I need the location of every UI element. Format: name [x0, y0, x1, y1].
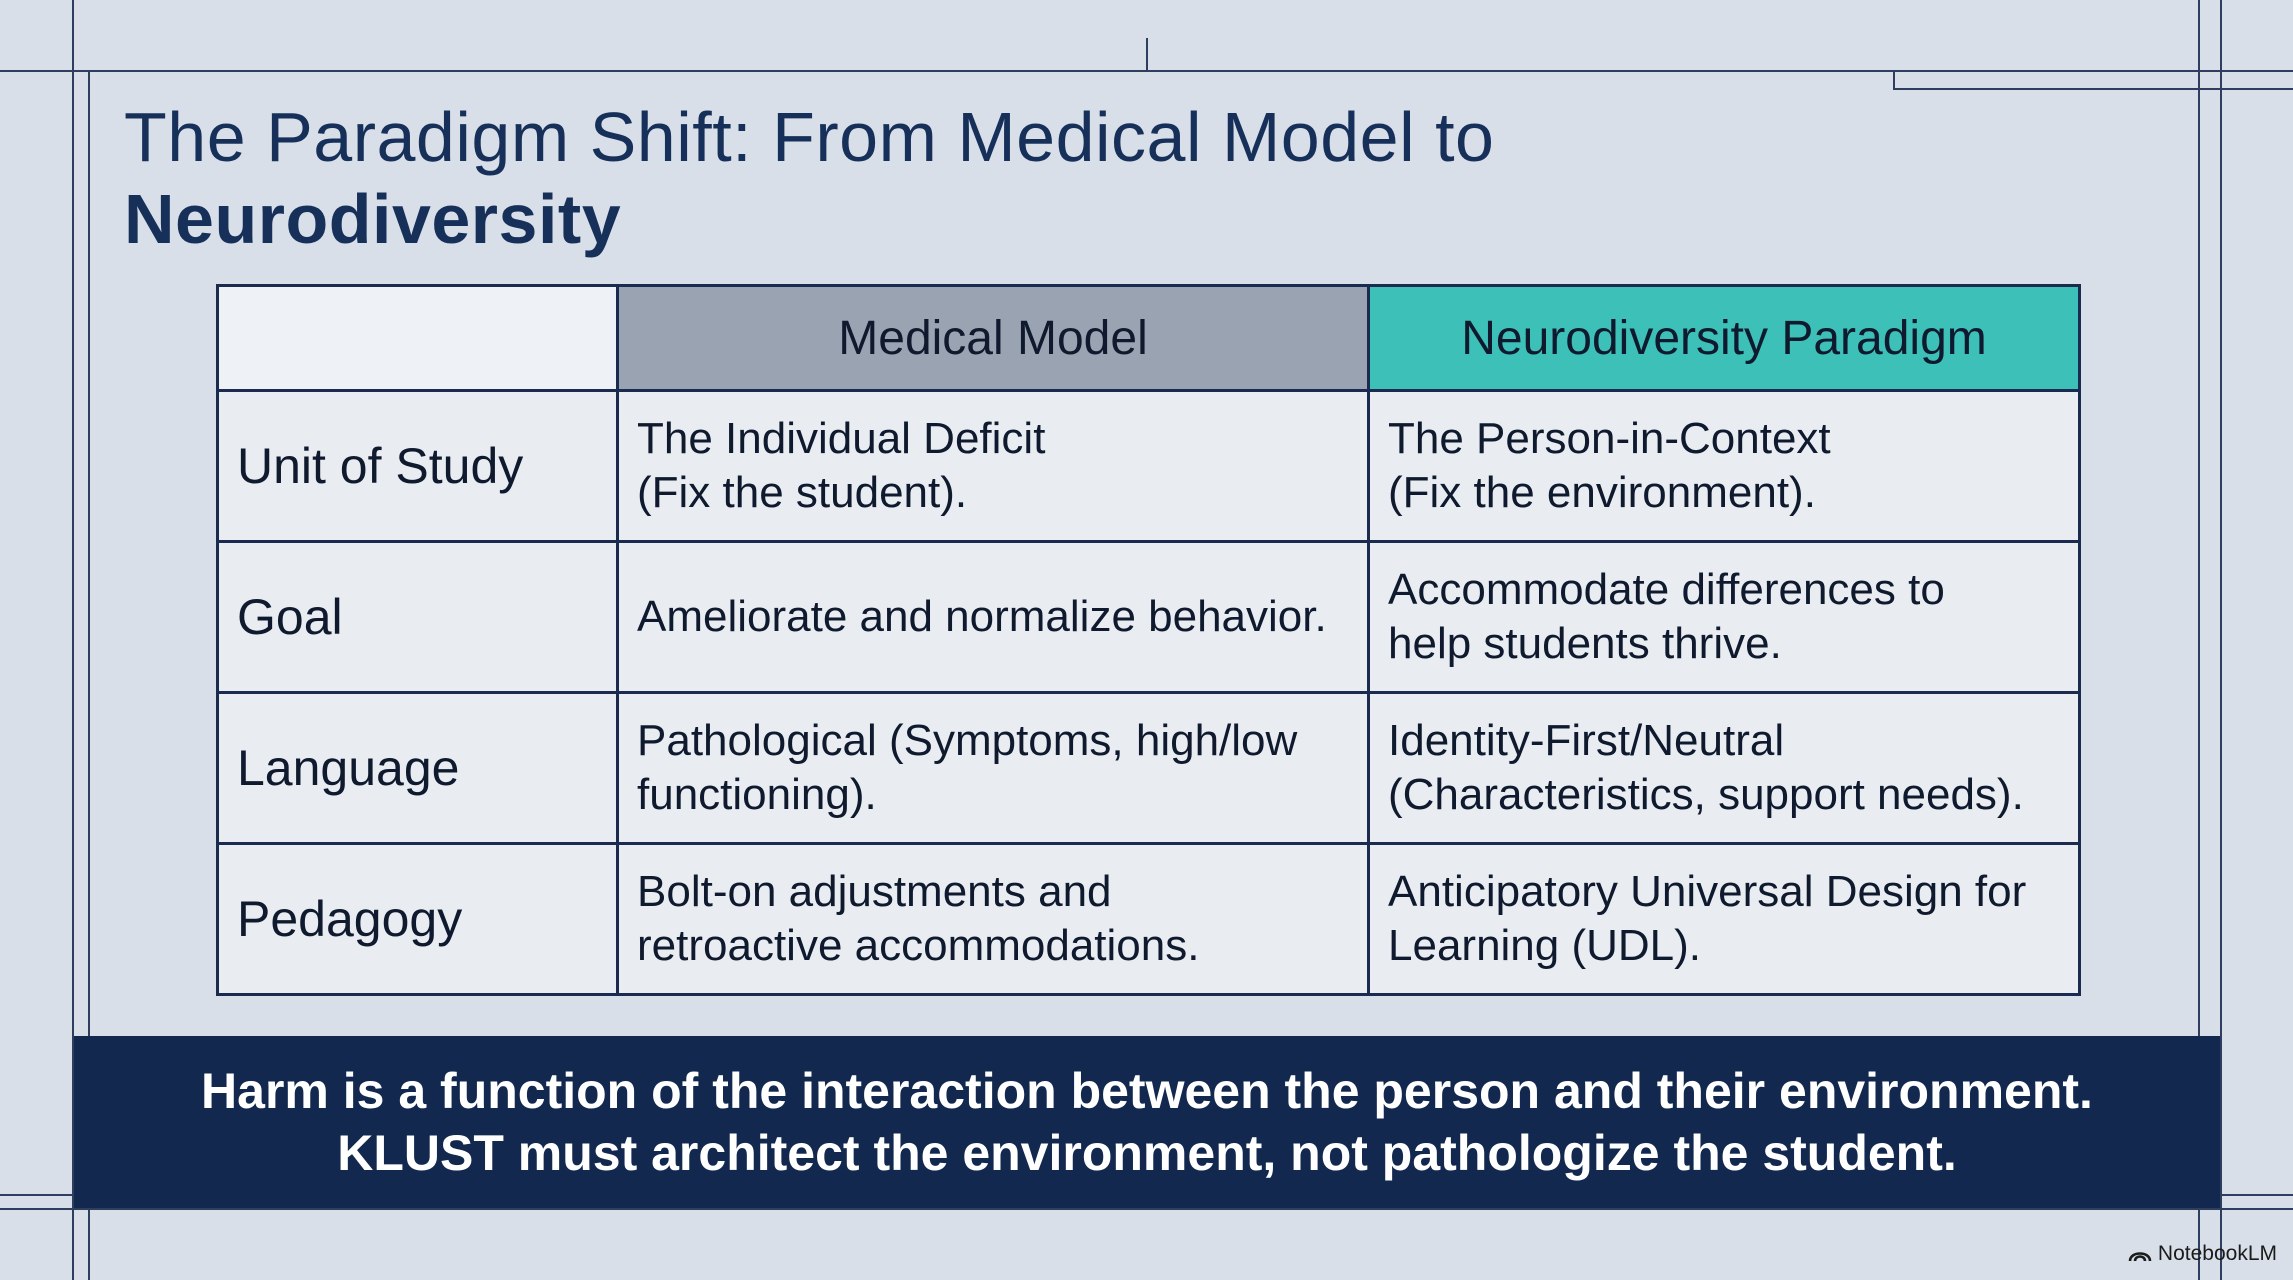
cell-medical-unit-of-study: The Individual Deficit (Fix the student)… [616, 389, 1370, 543]
table-row: Language Pathological (Symptoms, high/lo… [216, 691, 2081, 845]
row-label-language: Language [216, 691, 619, 845]
table-row: Unit of Study The Individual Deficit (Fi… [216, 389, 2081, 543]
title-line-light: The Paradigm Shift: From Medical Model t… [124, 98, 1495, 176]
header-blank-cell [216, 284, 619, 392]
frame-line-right [2198, 0, 2200, 1280]
cell-medical-language: Pathological (Symptoms, high/low functio… [616, 691, 1370, 845]
cell-medical-goal: Ameliorate and normalize behavior. [616, 540, 1370, 694]
frame-line-left-2 [88, 70, 90, 1280]
notebooklm-watermark: NotebookLM [2128, 1242, 2277, 1266]
cell-neuro-goal: Accommodate differences to help students… [1367, 540, 2081, 694]
table-row: Pedagogy Bolt-on adjustments and retroac… [216, 842, 2081, 996]
cell-medical-pedagogy: Bolt-on adjustments and retroactive acco… [616, 842, 1370, 996]
row-label-pedagogy: Pedagogy [216, 842, 619, 996]
banner-line-2: KLUST must architect the environment, no… [337, 1125, 1957, 1181]
watermark-text: NotebookLM [2157, 1242, 2277, 1265]
notebooklm-logo-icon [2128, 1245, 2152, 1263]
header-medical-model: Medical Model [616, 284, 1370, 392]
page-title: The Paradigm Shift: From Medical Model t… [124, 96, 2024, 260]
key-message-banner: Harm is a function of the interaction be… [74, 1036, 2220, 1208]
header-neurodiversity-paradigm: Neurodiversity Paradigm [1367, 284, 2081, 392]
frame-line-left [72, 0, 74, 1280]
banner-line-1: Harm is a function of the interaction be… [201, 1063, 2093, 1119]
frame-line-top [0, 70, 2293, 72]
cell-neuro-unit-of-study: The Person-in-Context (Fix the environme… [1367, 389, 2081, 543]
row-label-unit-of-study: Unit of Study [216, 389, 619, 543]
row-label-goal: Goal [216, 540, 619, 694]
cell-neuro-language: Identity-First/Neutral (Characteristics,… [1367, 691, 2081, 845]
title-line-bold: Neurodiversity [124, 180, 622, 258]
frame-line-bottom-2 [0, 1208, 2293, 1210]
frame-line-right-2 [2220, 0, 2222, 1280]
cell-neuro-pedagogy: Anticipatory Universal Design for Learni… [1367, 842, 2081, 996]
comparison-table: Medical Model Neurodiversity Paradigm Un… [216, 284, 2081, 996]
table-header-row: Medical Model Neurodiversity Paradigm [216, 284, 2081, 392]
frame-line-top-right-mark [1893, 70, 1895, 90]
frame-line-top-mark [1146, 38, 1148, 70]
frame-line-top-right [1893, 88, 2293, 90]
table-row: Goal Ameliorate and normalize behavior. … [216, 540, 2081, 694]
